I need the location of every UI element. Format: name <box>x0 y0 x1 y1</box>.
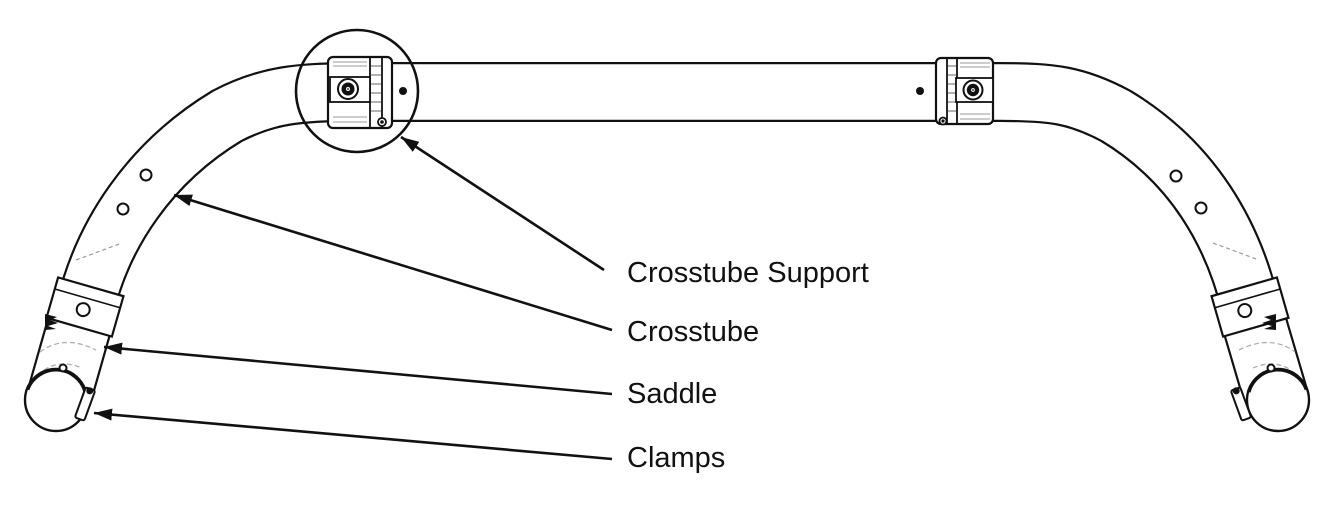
clamp-lug-right <box>1266 363 1276 373</box>
crosstube-support-left <box>326 55 394 130</box>
collar-latch-right <box>1262 314 1276 330</box>
support-small-bolt-right <box>938 116 948 126</box>
clamp-lug-left <box>58 363 68 373</box>
label-saddle: Saddle <box>627 378 717 410</box>
arrow-clamps <box>93 408 613 461</box>
arrow-saddle <box>103 342 613 396</box>
leader-arrows <box>93 135 613 461</box>
clamp-screw-left <box>74 386 96 422</box>
crosstube-tube <box>29 62 1306 407</box>
support-bolt-right <box>962 79 984 101</box>
saddle-collar-left <box>45 276 125 338</box>
clamp-left <box>23 363 96 433</box>
support-bolt-left <box>337 78 359 100</box>
tube-holes <box>116 168 1208 216</box>
label-crosstube: Crosstube <box>627 316 759 348</box>
clamp-right <box>1230 363 1311 433</box>
clamp-screw-right <box>1230 386 1252 422</box>
tube-shading-lines <box>75 242 1260 261</box>
tube-dots <box>399 87 924 95</box>
arrow-crosstube <box>173 193 613 332</box>
support-small-bolt-left <box>377 117 387 127</box>
collar-latch-left <box>45 314 58 330</box>
label-crosstube-support: Crosstube Support <box>627 257 869 289</box>
arrow-crosstube-support <box>400 135 605 272</box>
label-clamps: Clamps <box>627 442 725 474</box>
crosstube-support-right <box>934 56 995 126</box>
callout-circle <box>294 28 420 154</box>
